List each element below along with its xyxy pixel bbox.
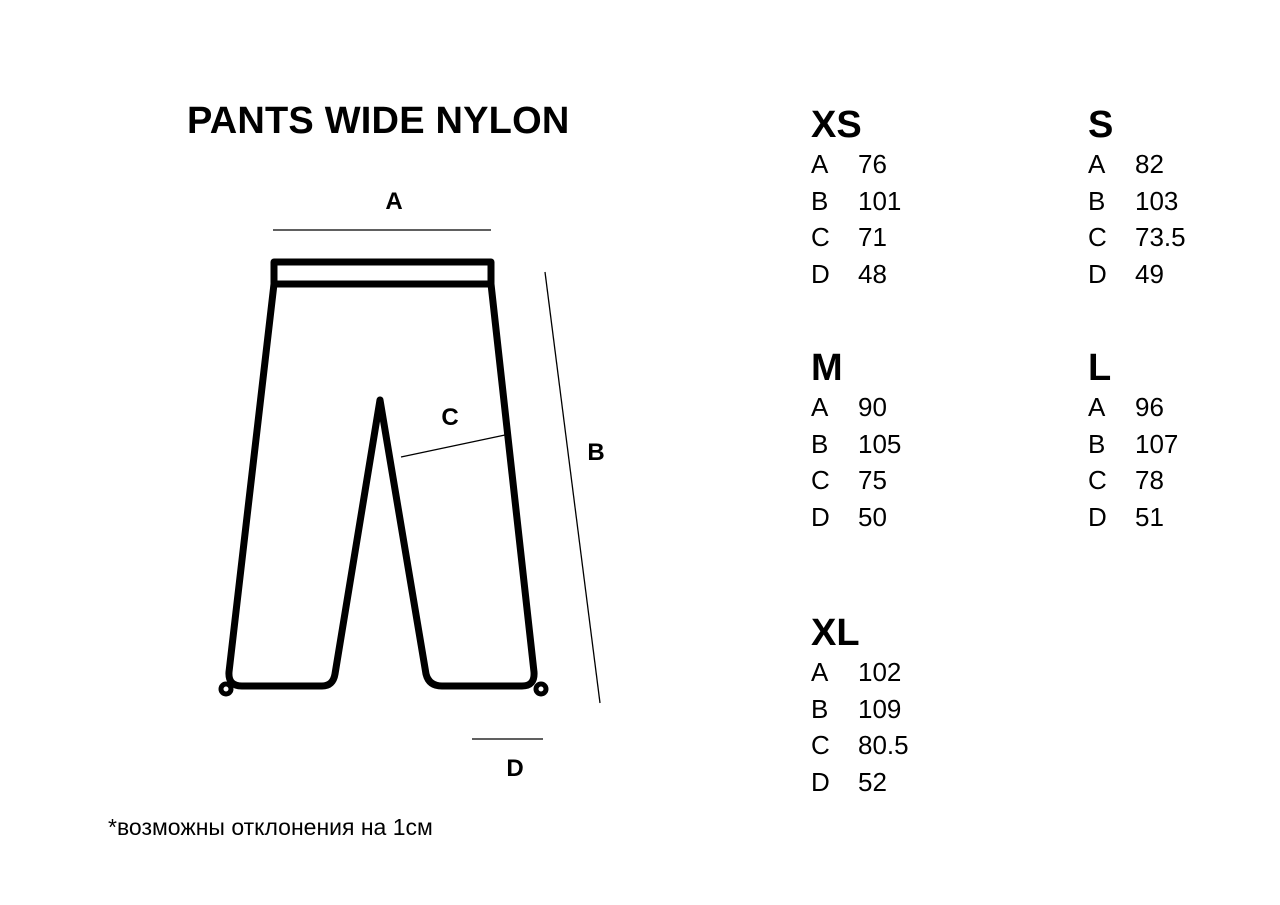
label-c: C: [441, 404, 459, 431]
right-toggle: [533, 681, 549, 697]
measurement-row: B 103: [1088, 183, 1186, 220]
measurement-value: 71: [858, 222, 887, 252]
size-name: M: [811, 347, 843, 389]
measurement-key: C: [811, 222, 830, 252]
measurement-key: A: [1088, 149, 1106, 179]
measurement-key: B: [1088, 185, 1106, 216]
measurement-value: 75: [858, 465, 887, 495]
measurement-value: 101: [858, 185, 902, 216]
measurement-value: 50: [858, 501, 887, 532]
measure-line-c: [400, 434, 506, 458]
size-name: L: [1088, 347, 1112, 389]
label-a: A: [385, 188, 403, 215]
measurement-key: B: [1088, 428, 1106, 459]
measurement-row: A 102: [811, 654, 909, 691]
measurement-key: D: [811, 258, 830, 289]
pants-outline: [225, 280, 538, 690]
measurement-key: C: [811, 730, 830, 760]
measurement-row: A 76: [811, 146, 901, 183]
measurement-value: 49: [1135, 258, 1164, 289]
measurement-key: D: [811, 501, 830, 532]
measurement-value: 78: [1135, 465, 1164, 495]
measurement-key: A: [1088, 392, 1106, 422]
label-b: B: [587, 439, 605, 466]
measurement-value: 109: [858, 693, 902, 724]
left-toggle: [218, 681, 234, 697]
measurement-key: B: [811, 185, 829, 216]
label-d: D: [506, 755, 524, 782]
measurement-row: C 75: [811, 462, 901, 499]
measurement-key: A: [811, 657, 829, 687]
measurement-value: 102: [858, 657, 902, 687]
measurement-row: D 49: [1088, 256, 1186, 293]
measurement-row: D 50: [811, 499, 901, 536]
waistband: [270, 258, 495, 288]
size-name: S: [1088, 104, 1114, 146]
measurement-row: D 48: [811, 256, 901, 293]
measurement-row: B 105: [811, 426, 901, 463]
measurement-value: 96: [1135, 392, 1164, 422]
measurement-value: 107: [1135, 428, 1179, 459]
measurement-value: 73.5: [1135, 222, 1186, 252]
measurement-value: 48: [858, 258, 887, 289]
footnote: *возможны отклонения на 1см: [108, 814, 433, 840]
measurement-key: C: [1088, 465, 1107, 495]
measurement-row: C 73.5: [1088, 219, 1186, 256]
measurement-value: 51: [1135, 501, 1164, 532]
measurement-key: D: [1088, 501, 1107, 532]
measurement-row: B 109: [811, 691, 909, 728]
measurement-value: 76: [858, 149, 887, 179]
size-name: XS: [811, 104, 862, 146]
measurement-row: A 82: [1088, 146, 1186, 183]
measure-line-b: [544, 271, 601, 704]
measurement-row: D 52: [811, 764, 909, 801]
measurement-row: B 101: [811, 183, 901, 220]
measurement-key: C: [811, 465, 830, 495]
measurement-key: A: [811, 392, 829, 422]
measurement-value: 80.5: [858, 730, 909, 760]
measurement-row: C 71: [811, 219, 901, 256]
measurement-row: D 51: [1088, 499, 1178, 536]
measurement-key: A: [811, 149, 829, 179]
measurement-value: 90: [858, 392, 887, 422]
measurement-value: 105: [858, 428, 902, 459]
measurement-row: A 90: [811, 389, 901, 426]
measurement-value: 103: [1135, 185, 1179, 216]
measurement-key: D: [811, 766, 830, 797]
measurement-value: 82: [1135, 149, 1164, 179]
measurement-value: 52: [858, 766, 887, 797]
measurement-key: D: [1088, 258, 1107, 289]
size-name: XL: [811, 612, 860, 654]
measurement-key: C: [1088, 222, 1107, 252]
page-title: PANTS WIDE NYLON: [187, 100, 570, 142]
measurement-row: B 107: [1088, 426, 1178, 463]
measurement-row: C 78: [1088, 462, 1178, 499]
measurement-key: B: [811, 428, 829, 459]
measurement-row: C 80.5: [811, 727, 909, 764]
measurement-key: B: [811, 693, 829, 724]
measurement-row: A 96: [1088, 389, 1178, 426]
